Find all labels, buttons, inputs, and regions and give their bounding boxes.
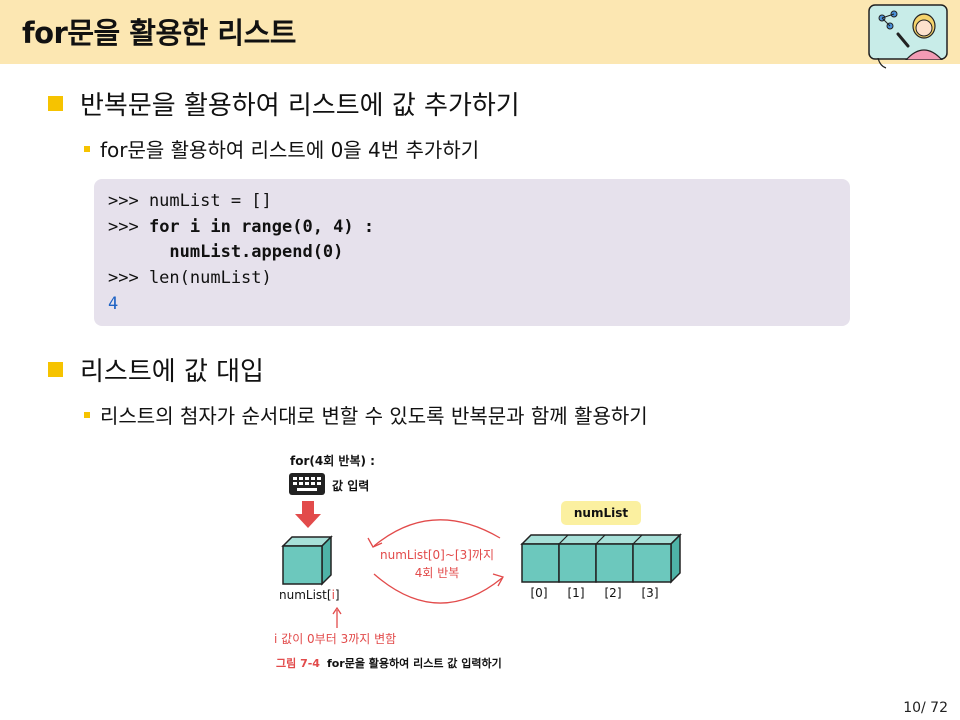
code-block: >>> numList = [] >>> for i in range(0, 4… <box>94 179 850 326</box>
code-line-1: >>> numList = [] <box>108 191 272 211</box>
element-label-suffix: ] <box>334 588 340 602</box>
page-number: 10/ 72 <box>903 700 948 716</box>
callout-tail <box>877 58 887 69</box>
page-title: for문을 활용한 리스트 <box>22 16 296 50</box>
code-prompt: >>> <box>108 217 149 237</box>
section1-subheading: for문을 활용하여 리스트에 0을 4번 추가하기 <box>100 138 480 162</box>
loop-text-line2: 4회 반복 <box>414 566 460 580</box>
down-arrow-icon <box>295 501 321 528</box>
section2-subheading: 리스트의 첨자가 순서대로 변할 수 있도록 반복문과 함께 활용하기 <box>100 404 648 428</box>
index-label: [1] <box>567 586 585 600</box>
caption-number: 그림 7-4 <box>276 657 320 670</box>
single-cube <box>281 535 333 586</box>
element-label-prefix: numList[ <box>279 588 332 602</box>
figure-caption: 그림 7-4 for문을 활용하여 리스트 값 입력하기 <box>276 655 502 671</box>
index-label: [0] <box>530 586 548 600</box>
code-append-statement: numList.append(0) <box>108 242 344 262</box>
code-for-statement: for i in range(0, 4) : <box>148 217 375 237</box>
list-cubes <box>520 533 682 584</box>
section1-heading: 반복문을 활용하여 리스트에 값 추가하기 <box>80 91 520 121</box>
bullet-square <box>48 96 63 111</box>
figure-loop-label: for(4회 반복) : <box>290 454 375 468</box>
keyboard-icon <box>289 473 325 495</box>
bullet-small <box>84 412 90 418</box>
figure-change-note: i 값이 0부터 3까지 변함 <box>274 632 397 646</box>
list-name-label: numList <box>561 501 641 525</box>
loop-arrows <box>367 519 504 604</box>
code-line-4: >>> len(numList) <box>108 268 272 288</box>
bullet-square <box>48 362 63 377</box>
up-arrow-icon <box>332 606 342 628</box>
code-line-3: numList.append(0) <box>108 242 343 262</box>
caption-text: for문을 활용하여 리스트 값 입력하기 <box>326 657 502 670</box>
figure-input-label: 값 입력 <box>332 479 370 493</box>
bullet-small <box>84 146 90 152</box>
loop-text-line1: numList[0]~[3]까지 <box>379 548 494 562</box>
section2-heading: 리스트에 값 대입 <box>80 357 264 387</box>
teacher-avatar-icon <box>868 4 948 60</box>
element-index-i: i <box>331 588 335 602</box>
header-bar: for문을 활용한 리스트 <box>0 0 960 64</box>
index-label: [2] <box>604 586 622 600</box>
code-output: 4 <box>108 294 119 314</box>
figure-element-label: numList[i] <box>279 588 340 602</box>
code-line-2: >>> for i in range(0, 4) : <box>108 217 374 237</box>
index-label: [3] <box>641 586 659 600</box>
